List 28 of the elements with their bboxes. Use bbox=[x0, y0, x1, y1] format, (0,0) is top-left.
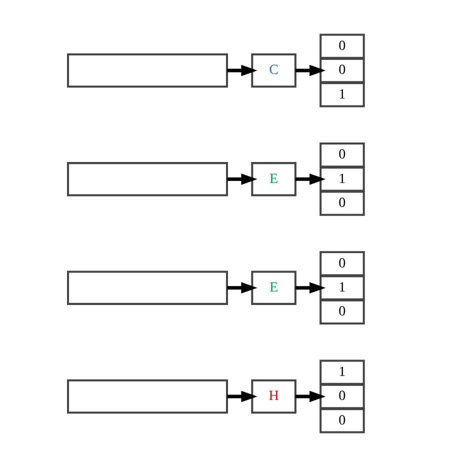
node-box: E bbox=[251, 162, 296, 196]
node-box: 0 bbox=[320, 299, 365, 325]
arrow bbox=[227, 174, 258, 185]
arrow bbox=[295, 64, 326, 76]
arrow bbox=[227, 390, 258, 402]
node-box: 0 bbox=[320, 190, 365, 216]
arrow bbox=[227, 282, 258, 294]
node-box: C bbox=[251, 53, 296, 88]
node-box: 0 bbox=[320, 58, 365, 84]
node-box: 0 bbox=[320, 34, 365, 59]
node-box: H bbox=[251, 379, 296, 414]
node-box: 1 bbox=[320, 166, 365, 192]
node-box: 0 bbox=[320, 251, 365, 276]
node-box: E bbox=[251, 270, 296, 305]
node-box bbox=[67, 53, 228, 88]
node-box: 1 bbox=[320, 275, 365, 300]
node-box: 0 bbox=[320, 408, 365, 434]
arrow bbox=[295, 282, 326, 294]
node-box: 1 bbox=[320, 360, 365, 385]
node-box: 0 bbox=[320, 142, 365, 168]
arrow bbox=[295, 174, 326, 185]
node-box: 0 bbox=[320, 384, 365, 410]
node-box bbox=[67, 270, 228, 305]
node-box bbox=[67, 379, 228, 414]
arrow bbox=[227, 64, 258, 76]
node-box bbox=[67, 162, 228, 196]
node-box: 1 bbox=[320, 82, 365, 108]
arrow bbox=[295, 390, 326, 402]
